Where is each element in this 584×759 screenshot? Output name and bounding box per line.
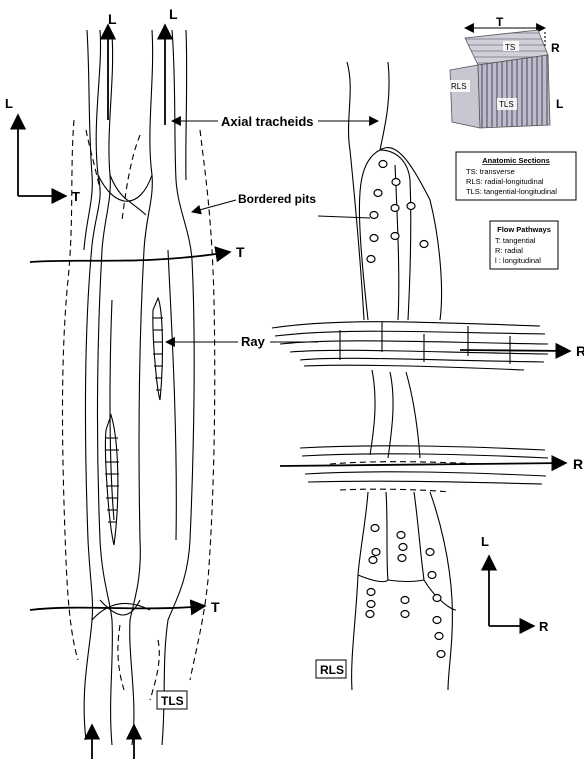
anatomic-sections-legend: Anatomic Sections TS: transverse RLS: ra… — [456, 152, 576, 200]
anatomic-line-rls: RLS: radial-longitudinal — [466, 177, 544, 186]
tangential-arrow-upper — [30, 252, 230, 262]
axial-tracheids-label: Axial tracheids — [221, 114, 314, 129]
block-left-face — [450, 65, 480, 128]
lower-r-label: R — [573, 456, 583, 472]
lower-t-label: T — [211, 599, 220, 615]
rls-ray-band-lower — [300, 446, 548, 492]
radial-arrow-lower — [280, 463, 566, 466]
bordered-pits-label: Bordered pits — [238, 192, 316, 206]
rls-section-tag: RLS — [320, 663, 344, 677]
flow-pathways-legend: Flow Pathways T: tangential R: radial l … — [490, 221, 558, 269]
anatomic-sections-title: Anatomic Sections — [482, 156, 550, 165]
ray-label: Ray — [241, 334, 266, 349]
upper-t-label: T — [236, 244, 245, 260]
anatomic-line-tls: TLS: tangential-longitudinal — [466, 187, 557, 196]
rls-pits-lower — [366, 525, 445, 658]
tls-section-tag: TLS — [161, 694, 184, 708]
block-l-label: L — [556, 97, 563, 111]
callouts: Axial tracheids Bordered pits Ray — [166, 114, 378, 349]
rls-orientation-indicator: L R — [481, 534, 549, 634]
radial-arrow-upper — [460, 350, 570, 351]
indicator-t-label: T — [72, 189, 80, 204]
tls-ray-upper — [153, 298, 163, 400]
rls-pits-upper — [367, 161, 428, 263]
rls-wall-right-top — [380, 62, 389, 150]
block-rls-face-label: RLS — [451, 82, 467, 91]
wood-block-illustration: T R L TS RLS TLS — [450, 15, 563, 128]
indicator-l2-label: L — [481, 534, 489, 549]
indicator-r-label: R — [539, 619, 549, 634]
top-l-label-2: L — [169, 6, 178, 22]
upper-r-label: R — [576, 343, 584, 359]
anatomic-line-ts: TS: transverse — [466, 167, 515, 176]
block-ts-face-label: TS — [505, 43, 515, 52]
flow-line-r: R: radial — [495, 246, 523, 255]
block-r-label: R — [551, 41, 560, 55]
flow-line-l: l : longitudinal — [495, 256, 541, 265]
block-tls-face-label: TLS — [499, 100, 514, 109]
flow-line-t: T: tangential — [495, 236, 536, 245]
rls-wall-left-upper — [347, 62, 364, 320]
rls-ray-band-upper — [272, 322, 548, 370]
top-l-label-1: L — [108, 11, 117, 27]
indicator-l-label: L — [5, 96, 13, 111]
flow-pathways-title: Flow Pathways — [497, 225, 551, 234]
block-t-label: T — [496, 15, 504, 29]
tls-orientation-indicator: L T — [5, 96, 80, 204]
tls-panel: L L L T — [5, 6, 245, 759]
block-front-face — [478, 55, 550, 128]
tangential-arrow-lower — [30, 606, 205, 610]
